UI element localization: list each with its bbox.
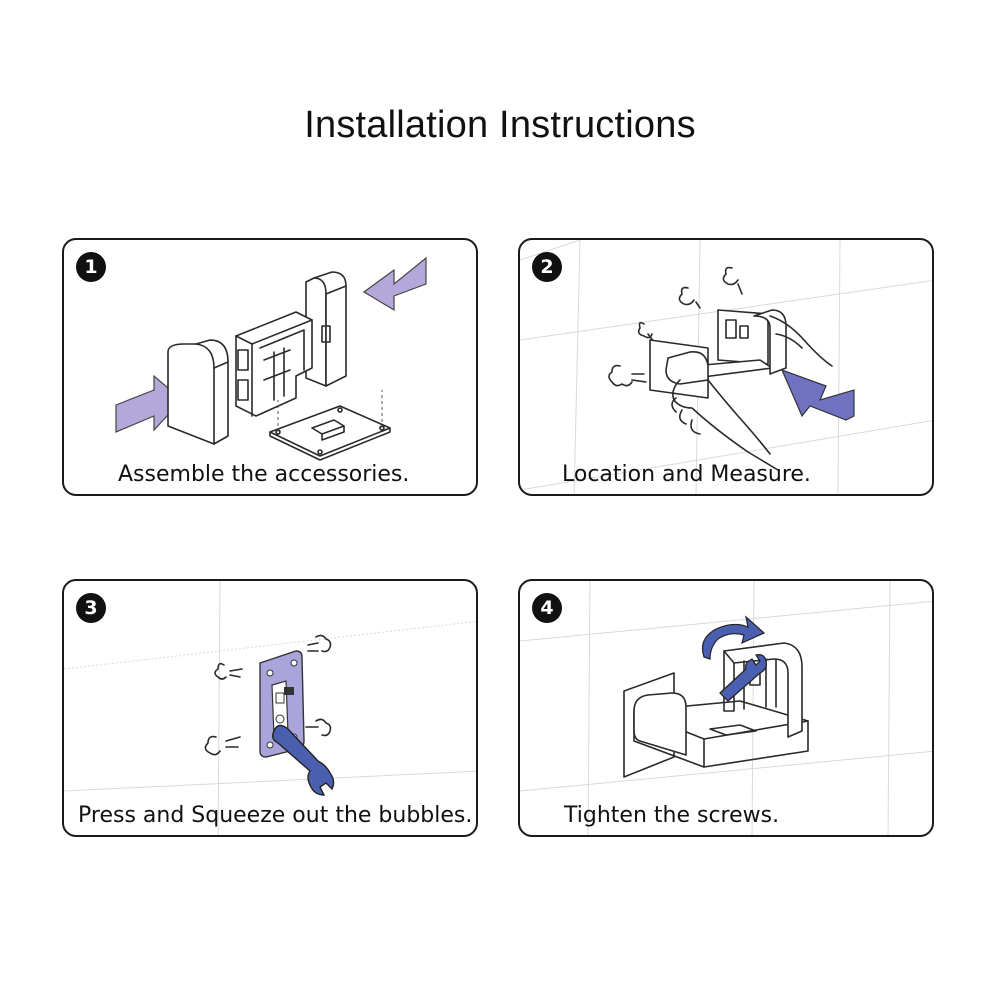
step-1-panel: 1 Assemble the accessories.	[62, 238, 478, 496]
step-number-badge: 1	[76, 252, 106, 282]
step-number-badge: 2	[532, 252, 562, 282]
wrench-press-illustration	[64, 581, 476, 835]
assembly-illustration	[115, 256, 427, 461]
step-caption: Location and Measure.	[562, 462, 811, 487]
wall-mounting-illustration	[520, 240, 932, 494]
step-number-badge: 3	[76, 593, 106, 623]
step-number-badge: 4	[532, 593, 562, 623]
tighten-screws-illustration	[520, 581, 932, 835]
step-3-panel: 3 Press and Squeeze out the bubbles.	[62, 579, 478, 837]
page-title: Installation Instructions	[304, 104, 696, 146]
step-caption: Tighten the screws.	[564, 803, 780, 828]
step-2-panel: 2 Location and Measure.	[518, 238, 934, 496]
step-caption: Press and Squeeze out the bubbles.	[78, 803, 473, 828]
step-4-panel: 4 Tighten the screws.	[518, 579, 934, 837]
step-caption: Assemble the accessories.	[118, 462, 410, 487]
